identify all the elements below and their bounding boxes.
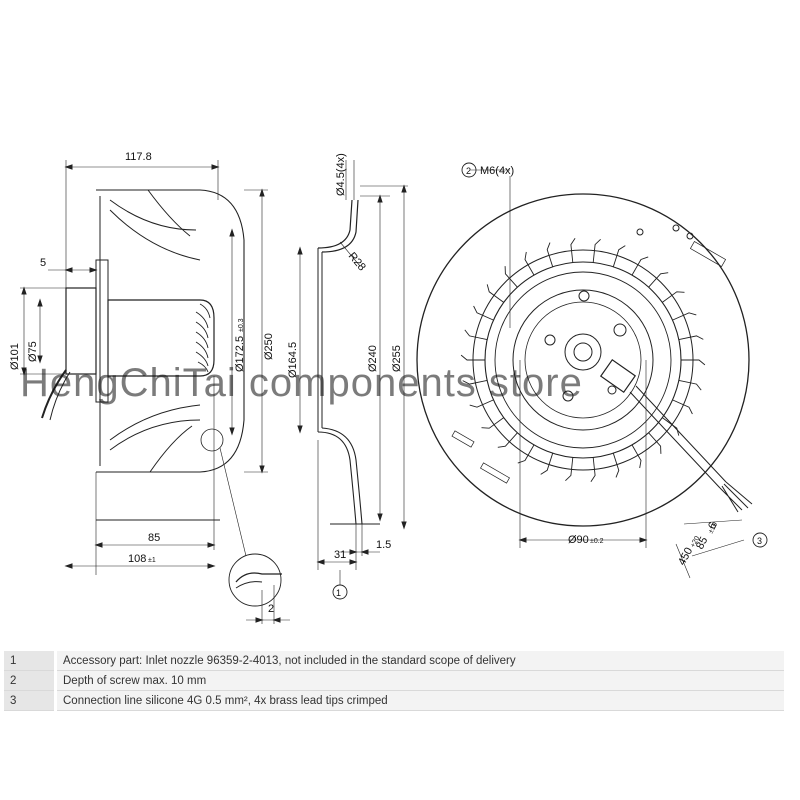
blade-clip: [678, 335, 704, 341]
blade-clip: [497, 432, 518, 448]
dim-108-tol: ±1: [148, 557, 156, 564]
blade-clip: [631, 444, 642, 469]
note-text: Connection line silicone 4G 0.5 mm², 4x …: [55, 690, 784, 711]
technical-drawing: 117.8 5 Ø101 Ø75 Ø172.5 ±0.3 Ø250 85 108…: [9, 151, 768, 624]
note-text: Accessory part: Inlet nozzle 96359-2-401…: [55, 651, 784, 671]
dim-85: 85: [148, 532, 160, 544]
dim-85-lead: 85: [694, 535, 710, 551]
dim-d172-5: Ø172.5: [234, 336, 246, 372]
blade-clip: [612, 245, 626, 267]
dim-108: 108: [128, 553, 146, 565]
dim-m6: M6(4x): [480, 165, 514, 177]
blade-clip: [662, 417, 680, 436]
note-row: 2 Depth of screw max. 10 mm: [4, 670, 784, 691]
blade-clip: [462, 379, 488, 385]
blade-clip: [648, 432, 662, 454]
dim-6: 6: [706, 520, 719, 531]
dim-d172-5-tol: ±0.3: [238, 318, 245, 332]
dim-1-5: 1.5: [376, 539, 391, 551]
dim-d90-tol: ±0.2: [590, 538, 604, 545]
dim-d4-5: Ø4.5(4x): [335, 153, 347, 196]
note-text: Depth of screw max. 10 mm: [55, 670, 784, 691]
blade-clip: [464, 329, 488, 341]
dimension-labels: 117.8 5 Ø101 Ø75 Ø172.5 ±0.3 Ø250 85 108…: [9, 151, 762, 615]
blade-clips: [460, 238, 706, 482]
note-number: 2: [4, 670, 57, 691]
side-view: [20, 160, 290, 624]
blade-clip: [517, 444, 535, 464]
dim-85-lead-tol: ±10: [708, 521, 720, 535]
blade-clip: [592, 238, 601, 263]
blade-clip: [473, 305, 494, 321]
dim-d240: Ø240: [367, 345, 379, 372]
blade-clip: [681, 359, 706, 366]
dim-d101: Ø101: [9, 343, 21, 370]
note-row: 1 Accessory part: Inlet nozzle 96359-2-4…: [4, 651, 784, 671]
dim-450: 450: [676, 546, 695, 568]
blade-clip: [672, 312, 697, 321]
dim-d75: Ø75: [27, 341, 39, 362]
blade-clip: [524, 251, 535, 276]
blade-clip: [481, 417, 504, 429]
blade-clip: [469, 399, 494, 408]
note-number: 1: [4, 651, 57, 671]
blade-clip: [612, 453, 620, 478]
callout-3: 3: [757, 536, 762, 546]
blade-clip: [590, 457, 596, 482]
dim-2: 2: [268, 603, 274, 615]
blade-clip: [486, 284, 504, 303]
blade-clip: [678, 379, 702, 391]
watermark: HengChiTai components store: [20, 361, 583, 405]
dim-r28: R28: [346, 250, 368, 273]
callout-2: 2: [466, 166, 471, 176]
blade-clip: [672, 399, 693, 415]
note-row: 3 Connection line silicone 4G 0.5 mm², 4…: [4, 690, 784, 711]
blade-clip: [662, 291, 685, 303]
nozzle-section: [297, 160, 408, 600]
dim-117-8: 117.8: [125, 151, 152, 163]
note-number: 3: [4, 690, 57, 711]
blade-clip: [546, 242, 554, 267]
blade-clip: [540, 453, 554, 475]
blade-clip: [565, 457, 574, 482]
dim-5: 5: [40, 257, 46, 269]
dim-d90: Ø90: [568, 534, 589, 546]
blade-clip: [504, 266, 518, 288]
dim-d164-5: Ø164.5: [287, 342, 299, 378]
dim-31: 31: [334, 549, 346, 561]
blade-clip: [570, 238, 576, 263]
notes-table: 1 Accessory part: Inlet nozzle 96359-2-4…: [4, 651, 784, 711]
dim-450-tol: +20: [690, 535, 702, 549]
dim-d255: Ø255: [391, 345, 403, 372]
blade-clip: [631, 256, 649, 276]
blade-clip: [648, 272, 669, 288]
callout-1: 1: [336, 588, 341, 598]
dim-d250: Ø250: [263, 333, 275, 360]
blade-clip: [460, 354, 485, 361]
